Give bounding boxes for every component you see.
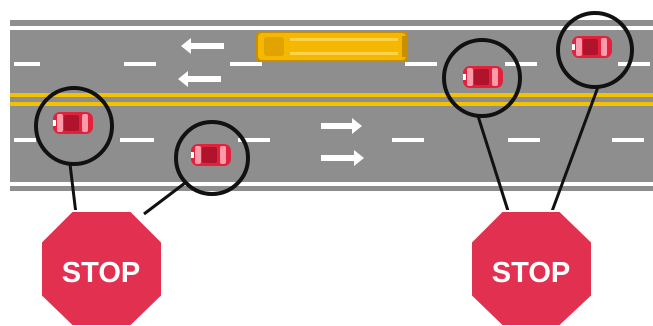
highlight-circles — [34, 11, 634, 196]
arrow-right-icon — [321, 118, 362, 134]
highlight-circle — [442, 38, 522, 118]
stop-sign-icon: STOP — [40, 210, 163, 326]
road-edge-top — [10, 26, 653, 30]
car-icon — [463, 66, 503, 88]
pointer-line — [68, 163, 78, 215]
center-line-top — [10, 93, 653, 97]
pointer-lines — [68, 86, 600, 216]
stop-sign-icon: STOP — [470, 210, 593, 326]
road-edge-bottom — [10, 182, 653, 186]
highlight-circle — [174, 120, 250, 196]
pointer-line — [143, 181, 186, 216]
center-line-bottom — [10, 102, 653, 106]
lane-dashes-upper — [14, 62, 650, 66]
car-icon — [191, 144, 231, 166]
highlight-circle — [34, 86, 114, 166]
school-bus-icon — [256, 31, 408, 62]
pointer-line — [549, 86, 600, 215]
arrow-left-icon — [178, 71, 221, 87]
stop-sign-label: STOP — [62, 257, 140, 289]
lane-dashes-lower — [14, 138, 644, 142]
pointer-line — [476, 115, 511, 215]
highlight-circle — [556, 11, 634, 89]
stop-sign-label: STOP — [492, 257, 570, 289]
car-icon — [53, 112, 93, 134]
arrow-right-icon — [321, 150, 364, 166]
arrow-left-icon — [181, 38, 224, 54]
car-icon — [572, 36, 612, 58]
